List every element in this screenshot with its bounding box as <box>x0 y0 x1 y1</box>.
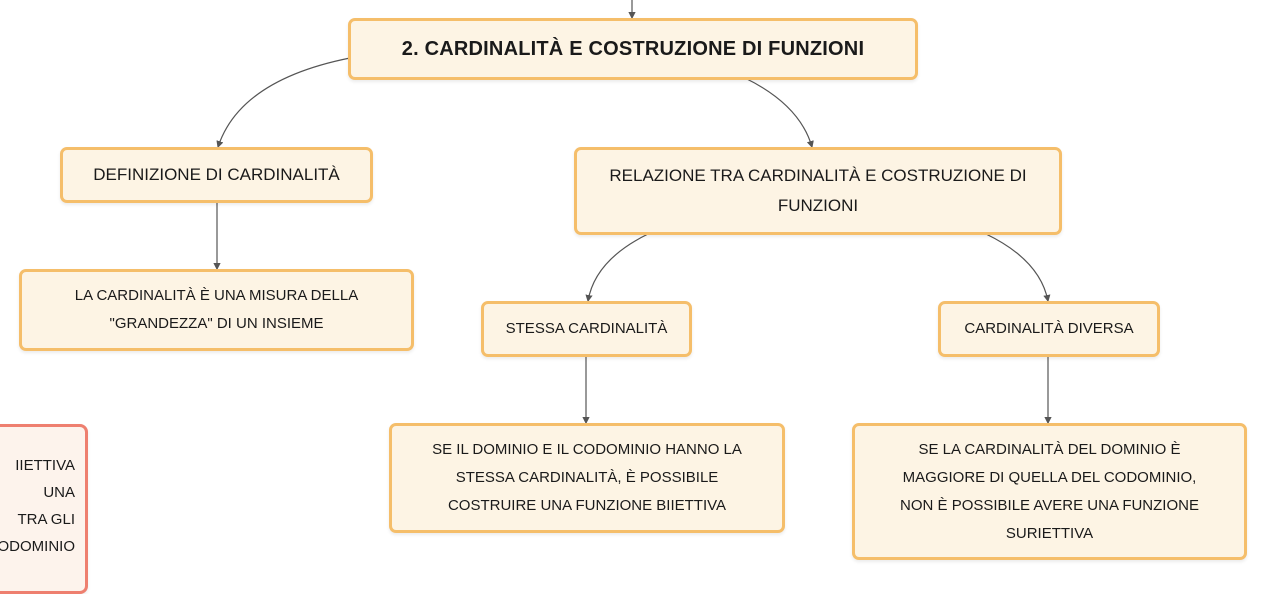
connector-root-definizione <box>216 57 351 149</box>
relazione-node[interactable]: RELAZIONE TRA CARDINALITÀ E COSTRUZIONE … <box>574 147 1062 235</box>
diversa-detail-line-1: SE LA CARDINALITÀ DEL DOMINIO È <box>918 440 1181 458</box>
diversa-label: CARDINALITÀ DIVERSA <box>964 320 1134 337</box>
connector-layer <box>213 0 1052 425</box>
misura-node[interactable]: LA CARDINALITÀ È UNA MISURA DELLA "GRAND… <box>19 269 414 351</box>
definizione-node[interactable]: DEFINIZIONE DI CARDINALITÀ <box>60 147 373 203</box>
stessa-detail-line-2: STESSA CARDINALITÀ, È POSSIBILE <box>455 469 719 486</box>
diversa-node[interactable]: CARDINALITÀ DIVERSA <box>938 301 1160 357</box>
stessa-detail-node[interactable]: SE IL DOMINIO E IL CODOMINIO HANNO LA ST… <box>389 423 785 533</box>
diversa-detail-line-4: SURIETTIVA <box>1005 524 1094 542</box>
side-partial-node[interactable]: IIETTIVA UNA TRA GLI ODOMINIO <box>0 424 88 594</box>
stessa-detail-line-1: SE IL DOMINIO E IL CODOMINIO HANNO LA <box>432 441 742 458</box>
relazione-line-2: FUNZIONI <box>777 196 859 215</box>
side-line-2: UNA <box>43 484 75 501</box>
root-node[interactable]: 2. CARDINALITÀ E COSTRUZIONE DI FUNZIONI <box>348 18 918 80</box>
misura-line-2: "GRANDEZZA" DI UN INSIEME <box>109 315 324 332</box>
stessa-detail-line-3: COSTRUIRE UNA FUNZIONE BIIETTIVA <box>447 497 727 514</box>
definizione-label: DEFINIZIONE DI CARDINALITÀ <box>93 165 340 184</box>
root-label: 2. CARDINALITÀ E COSTRUZIONE DI FUNZIONI <box>401 37 865 60</box>
side-line-1: IIETTIVA <box>15 457 75 474</box>
connector-relazione-stessa <box>585 233 649 303</box>
diversa-detail-node[interactable]: SE LA CARDINALITÀ DEL DOMINIO È MAGGIORE… <box>852 423 1247 560</box>
relazione-line-1: RELAZIONE TRA CARDINALITÀ E COSTRUZIONE … <box>609 166 1027 185</box>
connector-root-relazione <box>744 77 814 149</box>
connector-relazione-diversa <box>985 233 1051 303</box>
diversa-detail-line-2: MAGGIORE DI QUELLA DEL CODOMINIO, <box>902 468 1197 486</box>
stessa-label: STESSA CARDINALITÀ <box>505 320 668 337</box>
diversa-detail-line-3: NON È POSSIBILE AVERE UNA FUNZIONE <box>900 496 1199 514</box>
stessa-node[interactable]: STESSA CARDINALITÀ <box>481 301 692 357</box>
misura-line-1: LA CARDINALITÀ È UNA MISURA DELLA <box>74 287 359 304</box>
side-line-3: TRA GLI <box>17 511 75 528</box>
side-line-4: ODOMINIO <box>0 538 75 555</box>
